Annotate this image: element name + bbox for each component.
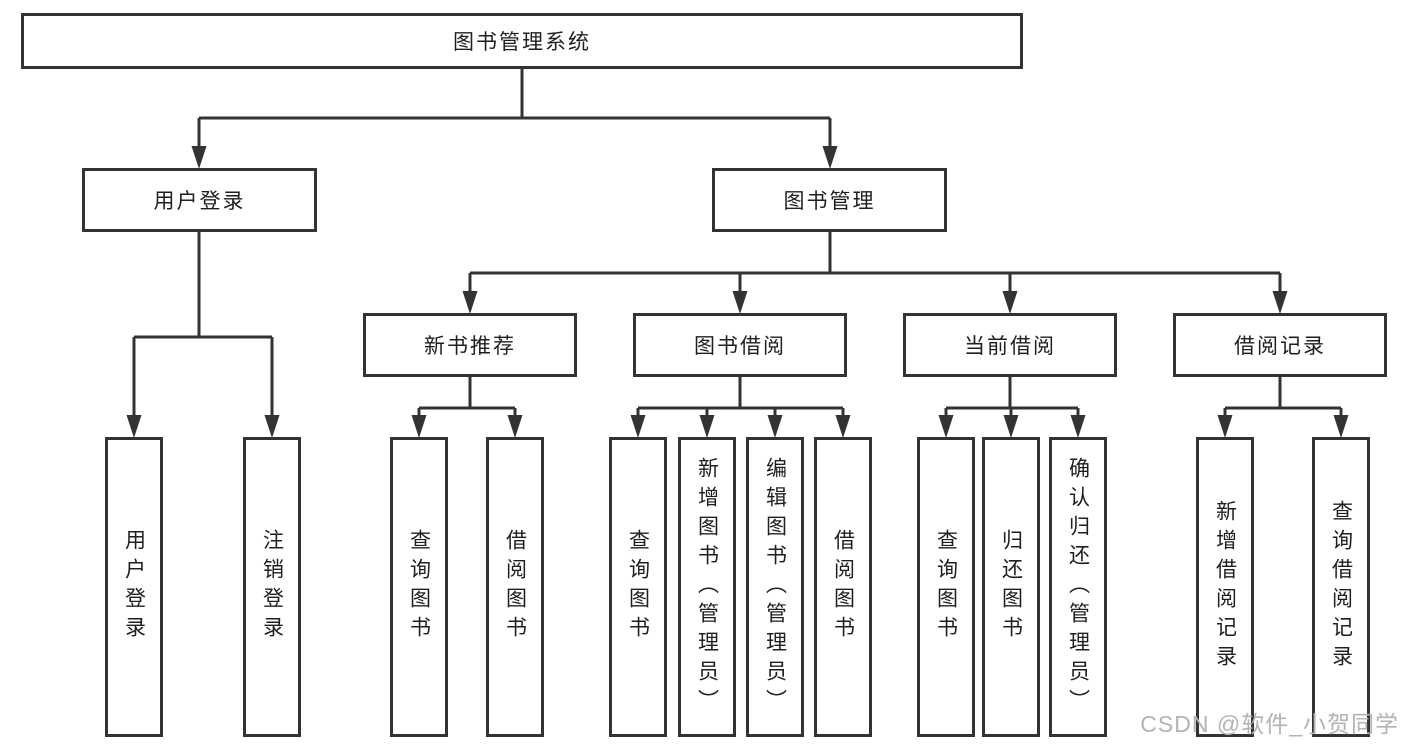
node-recommend-query-books: 查询图书: [390, 437, 448, 737]
node-current-query-books-label: 查询图书: [934, 529, 958, 645]
node-recommend-borrow-books: 借阅图书: [486, 437, 544, 737]
node-login-leaf: 用户登录: [105, 437, 163, 737]
node-borrowing-query-books: 查询图书: [609, 437, 667, 737]
node-borrowing-query-books-label: 查询图书: [626, 529, 650, 645]
node-logout-leaf-label: 注销登录: [260, 529, 284, 645]
node-records-query-record-label: 查询借阅记录: [1329, 500, 1353, 674]
csdn-watermark: CSDN @软件_小贺同学: [1140, 711, 1399, 737]
node-borrowing-edit-books: 编辑图书（管理员）: [746, 437, 804, 737]
node-book-borrowing-label: 图书借阅: [694, 335, 786, 358]
node-current-return-books-label: 归还图书: [999, 529, 1023, 645]
node-logout-leaf: 注销登录: [243, 437, 301, 737]
node-borrowing-add-books: 新增图书（管理员）: [678, 437, 736, 737]
node-current-query-books: 查询图书: [917, 437, 975, 737]
node-current-return-books: 归还图书: [982, 437, 1040, 737]
node-records-query-record: 查询借阅记录: [1312, 437, 1370, 737]
node-new-book-recommend-label: 新书推荐: [424, 335, 516, 358]
node-current-borrowing-label: 当前借阅: [964, 335, 1056, 358]
node-user-login-label: 用户登录: [153, 190, 246, 213]
node-root-label: 图书管理系统: [453, 31, 591, 54]
node-borrowing-borrow-books: 借阅图书: [814, 437, 872, 737]
node-current-borrowing: 当前借阅: [903, 313, 1117, 377]
node-book-borrowing: 图书借阅: [633, 313, 847, 377]
node-borrowing-add-books-label: 新增图书（管理员）: [695, 456, 719, 718]
node-records-add-record: 新增借阅记录: [1196, 437, 1254, 737]
node-book-management: 图书管理: [712, 168, 947, 232]
node-records-add-record-label: 新增借阅记录: [1213, 500, 1237, 674]
node-recommend-query-books-label: 查询图书: [407, 529, 431, 645]
node-borrowing-records: 借阅记录: [1173, 313, 1387, 377]
node-borrowing-borrow-books-label: 借阅图书: [831, 529, 855, 645]
node-borrowing-records-label: 借阅记录: [1234, 335, 1326, 358]
node-login-leaf-label: 用户登录: [122, 529, 146, 645]
node-recommend-borrow-books-label: 借阅图书: [503, 529, 527, 645]
node-root: 图书管理系统: [21, 13, 1023, 69]
node-new-book-recommend: 新书推荐: [363, 313, 577, 377]
node-borrowing-edit-books-label: 编辑图书（管理员）: [763, 456, 787, 718]
node-book-management-label: 图书管理: [783, 190, 876, 213]
node-current-confirm-return: 确认归还（管理员）: [1049, 437, 1107, 737]
node-user-login: 用户登录: [82, 168, 317, 232]
node-current-confirm-return-label: 确认归还（管理员）: [1066, 456, 1090, 718]
